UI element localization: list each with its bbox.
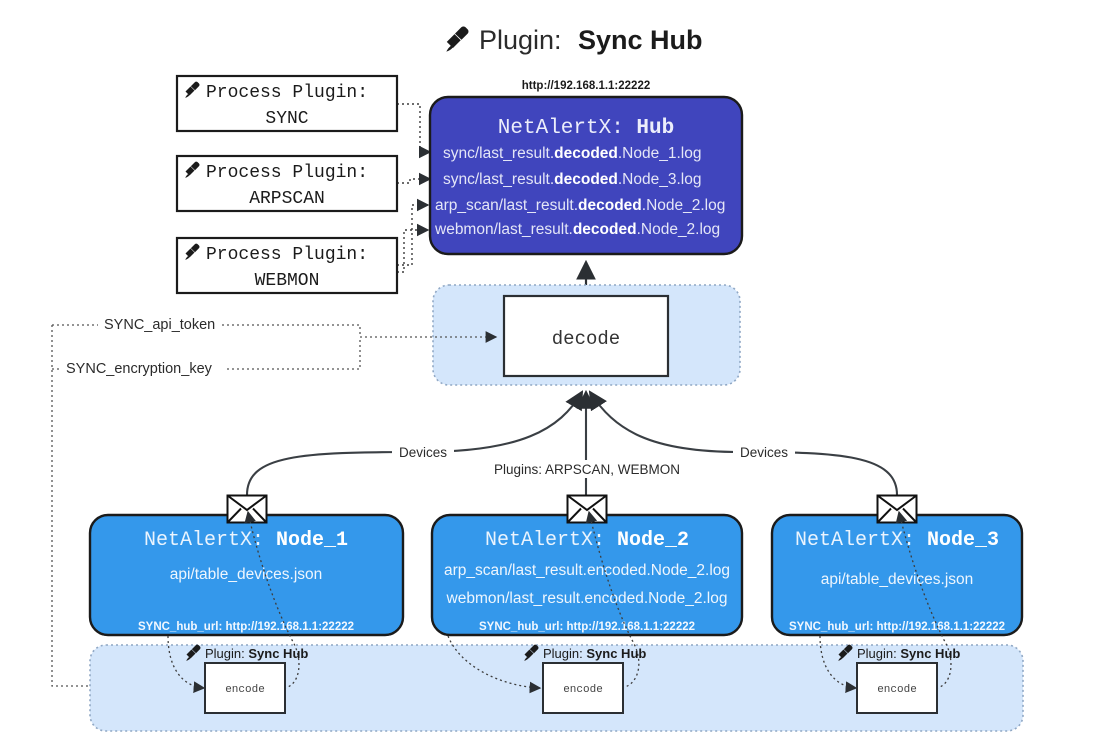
secrets-paths	[51, 324, 498, 692]
hub-title: NetAlertX: Hub	[498, 117, 674, 140]
process-plugin-2-label: Process Plugin:	[206, 163, 368, 183]
process-plugin-3-name: WEBMON	[255, 271, 320, 291]
node-1[interactable]: NetAlertX: Node_1 api/table_devices.json…	[88, 494, 405, 637]
secret-encryption-key-label: SYNC_encryption_key	[66, 361, 213, 377]
node-2-line-2: webmon/last_result.encoded.Node_2.log	[446, 590, 728, 607]
hub-title-name: Hub	[636, 117, 674, 140]
node-3-line-1: api/table_devices.json	[821, 571, 974, 588]
encoder-2-box-label: encode	[563, 684, 603, 696]
process-plugin-2-box	[175, 154, 399, 213]
process-plugin-3-label: Process Plugin:	[206, 245, 368, 265]
secret-api-token-label: SYNC_api_token	[104, 317, 215, 333]
encoder-1-box	[204, 662, 286, 714]
hub-log-2: sync/last_result.decoded.Node_3.log	[443, 171, 701, 188]
hub-log-1: sync/last_result.decoded.Node_1.log	[443, 145, 701, 162]
edge-label-devices-left: Devices	[399, 445, 447, 460]
hub-log-3: arp_scan/last_result.decoded.Node_2.log	[435, 197, 725, 214]
encoder-2-label: Plugin: Sync Hub	[543, 646, 646, 661]
process-plugin-1-box	[175, 74, 399, 133]
envelope-icon	[876, 494, 918, 524]
node-1-line-1: api/table_devices.json	[170, 566, 323, 583]
node-3[interactable]: NetAlertX: Node_3 api/table_devices.json…	[770, 494, 1024, 637]
plugin-hub-connectors	[397, 103, 432, 273]
hub-node[interactable]: NetAlertX: Hub sync/last_result.decoded.…	[428, 95, 744, 256]
edge-label-plugins-center: Plugins: ARPSCAN, WEBMON	[494, 462, 680, 477]
encoder-2-box	[542, 662, 624, 714]
encoder-3-box-label: encode	[877, 684, 917, 696]
node-3-hub-url: SYNC_hub_url: http://192.168.1.1:22222	[789, 621, 1005, 633]
encoder-1-label: Plugin: Sync Hub	[205, 646, 308, 661]
edge-label-devices-right: Devices	[740, 445, 788, 460]
encoder-1[interactable]: Plugin: Sync Hub encode	[186, 644, 308, 714]
node-2-hub-url: SYNC_hub_url: http://192.168.1.1:22222	[479, 621, 695, 633]
process-plugin-1-label: Process Plugin:	[206, 83, 368, 103]
process-plugin-3-box	[175, 236, 399, 295]
hub-title-prefix: NetAlertX:	[498, 117, 637, 140]
process-plugin-1-name: SYNC	[265, 109, 308, 129]
decode-container: decode	[432, 284, 741, 386]
node-3-title: NetAlertX: Node_3	[795, 529, 999, 552]
page-title-prefix: Plugin:	[479, 25, 562, 55]
hub-log-4: webmon/last_result.decoded.Node_2.log	[434, 221, 720, 238]
encoder-3[interactable]: Plugin: Sync Hub encode	[838, 644, 960, 714]
page-title-name: Sync Hub	[578, 25, 703, 55]
encoder-3-label: Plugin: Sync Hub	[857, 646, 960, 661]
process-plugin-1[interactable]: Process Plugin: SYNC	[175, 74, 399, 133]
envelope-icon	[566, 494, 608, 524]
hub-url: http://192.168.1.1:22222	[522, 80, 651, 92]
node-1-hub-url: SYNC_hub_url: http://192.168.1.1:22222	[138, 621, 354, 633]
encoder-2[interactable]: Plugin: Sync Hub encode	[524, 644, 646, 714]
node-1-title: NetAlertX: Node_1	[144, 529, 348, 552]
process-plugin-2-name: ARPSCAN	[249, 189, 325, 209]
process-plugin-3[interactable]: Process Plugin: WEBMON	[175, 236, 399, 295]
encoder-1-box-label: encode	[225, 684, 265, 696]
decode-box	[502, 294, 670, 378]
hub-box	[428, 95, 744, 256]
encode-loops	[167, 510, 952, 694]
secret-labels: SYNC_api_token SYNC_encryption_key	[62, 314, 224, 377]
envelope-icon	[226, 494, 268, 524]
plug-icon	[446, 26, 469, 52]
node-2[interactable]: NetAlertX: Node_2 arp_scan/last_result.e…	[430, 494, 744, 637]
encoder-3-box	[856, 662, 938, 714]
node-decode-edges	[245, 389, 899, 496]
edge-label-group: Devices Devices Plugins: ARPSCAN, WEBMON	[392, 443, 795, 478]
node-2-line-1: arp_scan/last_result.encoded.Node_2.log	[444, 562, 730, 579]
node-2-title: NetAlertX: Node_2	[485, 529, 689, 552]
decode-label: decode	[552, 328, 620, 350]
page-title: Plugin: Sync Hub	[446, 25, 703, 55]
process-plugin-2[interactable]: Process Plugin: ARPSCAN	[175, 154, 399, 213]
